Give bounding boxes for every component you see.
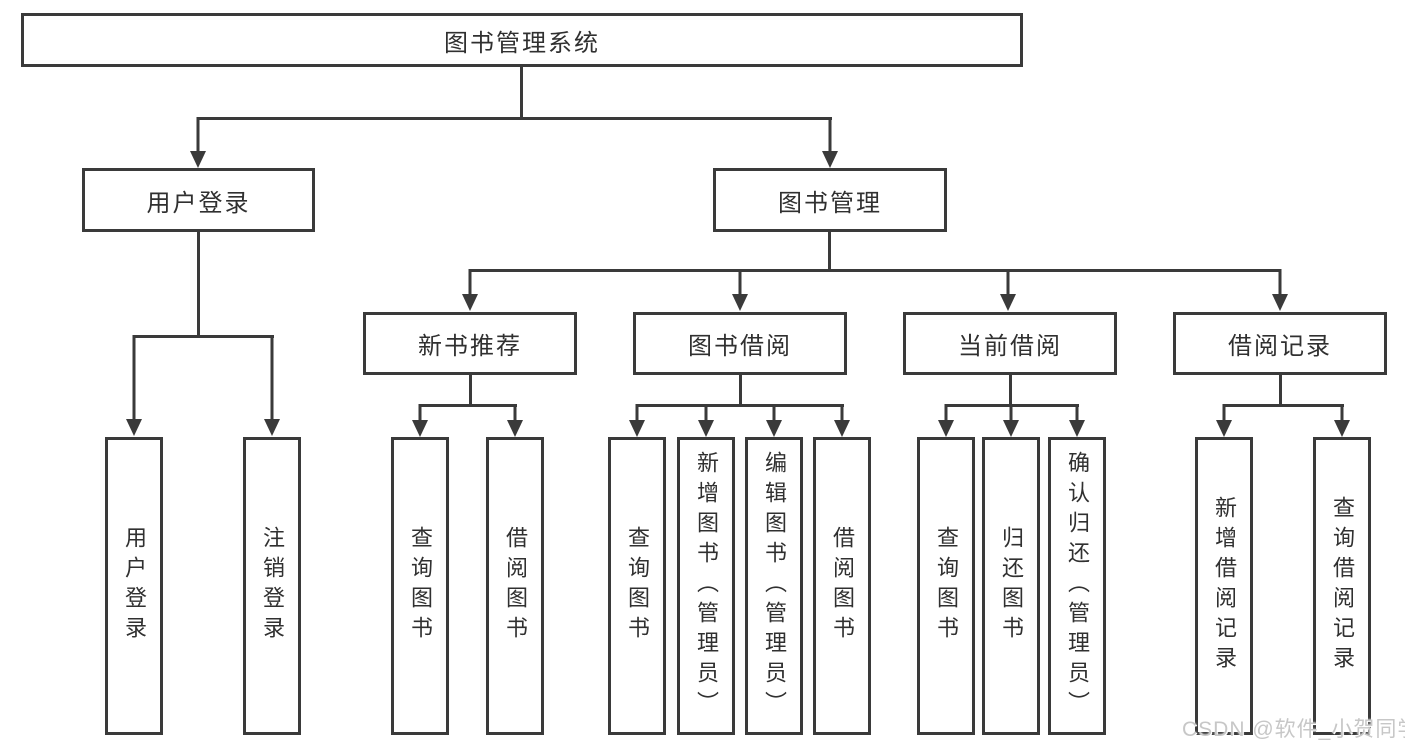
leaf-current-confirm-return-admin: 确认归还（管理员）: [1048, 437, 1106, 735]
leaf-borrow-edit-books-admin: 编辑图书（管理员）: [745, 437, 803, 735]
connector-arrow-user-login: [190, 117, 206, 168]
connector-user-stub: [197, 230, 200, 337]
leaf-recommend-query-books: 查询图书: [391, 437, 449, 735]
connector-arrow-borrow-add: [698, 404, 714, 437]
leaf-borrow-add-books-admin: 新增图书（管理员）: [677, 437, 735, 735]
connector-arrow-borrow-records: [1272, 269, 1288, 311]
connector-arrow-borrow-query: [629, 404, 645, 437]
connector-records-rail: [1223, 404, 1344, 407]
connector-arrow-book-management: [822, 117, 838, 168]
connector-records-stub: [1279, 373, 1282, 406]
connector-arrow-leaf-user-login: [126, 335, 142, 436]
connector-recommend-rail: [419, 404, 517, 407]
node-borrow-records: 借阅记录: [1173, 312, 1387, 375]
connector-level1-rail: [197, 117, 832, 120]
connector-arrow-current-confirm: [1069, 404, 1085, 437]
connector-user-rail: [133, 335, 274, 338]
node-user-login-branch: 用户登录: [82, 168, 315, 232]
leaf-records-add-record: 新增借阅记录: [1195, 437, 1253, 735]
leaf-logout: 注销登录: [243, 437, 301, 735]
leaf-borrow-query-books: 查询图书: [608, 437, 666, 735]
connector-current-stub: [1009, 373, 1012, 406]
connector-arrow-records-add: [1216, 404, 1232, 437]
node-current-borrow: 当前借阅: [903, 312, 1117, 375]
node-book-borrow: 图书借阅: [633, 312, 847, 375]
leaf-borrow-borrow-books: 借阅图书: [813, 437, 871, 735]
connector-root-stub: [520, 65, 523, 118]
connector-arrow-leaf-logout: [264, 335, 280, 436]
connector-arrow-new-book: [462, 269, 478, 311]
connector-borrow-stub: [739, 373, 742, 406]
node-new-book-recommend: 新书推荐: [363, 312, 577, 375]
connector-arrow-borrow-borrow: [834, 404, 850, 437]
node-root: 图书管理系统: [21, 13, 1023, 67]
connector-arrow-recommend-query: [412, 404, 428, 437]
leaf-current-query-books: 查询图书: [917, 437, 975, 735]
leaf-current-return-books: 归还图书: [982, 437, 1040, 735]
connector-arrow-borrow-edit: [766, 404, 782, 437]
connector-mgmt-rail: [469, 269, 1281, 272]
connector-arrow-current-query: [938, 404, 954, 437]
connector-borrow-rail: [636, 404, 844, 407]
node-book-management-branch: 图书管理: [713, 168, 947, 232]
connector-mgmt-stub: [828, 230, 831, 271]
connector-arrow-records-query: [1334, 404, 1350, 437]
connector-arrow-current-borrow: [1000, 269, 1016, 311]
connector-arrow-book-borrow: [732, 269, 748, 311]
watermark: CSDN @软件_小贺同学: [1182, 718, 1405, 741]
connector-arrow-recommend-borrow: [507, 404, 523, 437]
connector-recommend-stub: [469, 373, 472, 406]
leaf-user-login: 用户登录: [105, 437, 163, 735]
connector-arrow-current-return: [1003, 404, 1019, 437]
leaf-records-query-record: 查询借阅记录: [1313, 437, 1371, 735]
leaf-recommend-borrow-books: 借阅图书: [486, 437, 544, 735]
